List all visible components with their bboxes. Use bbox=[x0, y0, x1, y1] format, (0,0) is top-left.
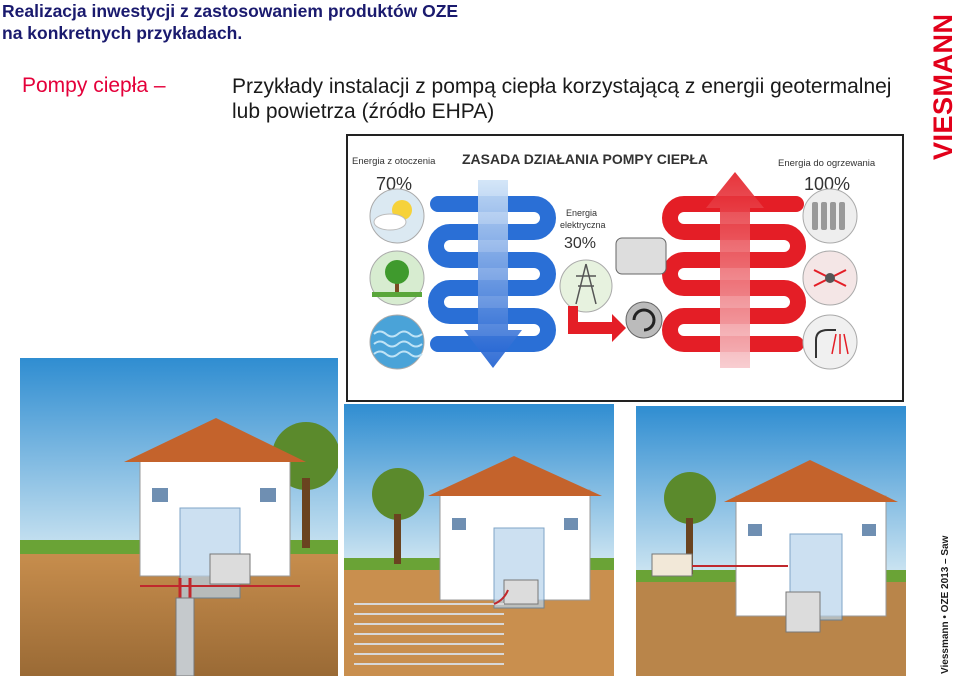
section-label: Pompy ciepła – bbox=[22, 74, 166, 97]
right-energy-pct: 100% bbox=[804, 174, 850, 194]
power-line-icon bbox=[559, 259, 613, 313]
title-line-2: na konkretnych przykładach. bbox=[2, 23, 243, 43]
viessmann-logo: VIESMANN bbox=[928, 13, 958, 160]
water-icon bbox=[369, 314, 425, 370]
sun-cloud-icon bbox=[369, 188, 425, 244]
cold-arrow bbox=[464, 180, 522, 368]
cold-loop bbox=[428, 196, 556, 352]
footer: Viessmann • OZE 2013 – Saw bbox=[940, 535, 951, 674]
shower-icon bbox=[802, 314, 858, 370]
left-energy-pct: 70% bbox=[376, 174, 412, 194]
footer-text: Viessmann • OZE 2013 – Saw bbox=[940, 535, 951, 674]
radiator-icon bbox=[802, 188, 858, 244]
scene-borehole bbox=[20, 358, 338, 676]
slide-title: Realizacja inwestycji z zastosowaniem pr… bbox=[2, 0, 458, 44]
logo-text: VIESMANN bbox=[928, 13, 958, 160]
middle-pct: 30% bbox=[564, 235, 596, 252]
middle-label-1: Energia bbox=[566, 208, 597, 218]
right-energy-label: Energia do ogrzewania bbox=[778, 158, 876, 169]
heat-pump-diagram: Energia z otoczenia 70% ZASADA DZIAŁANIA… bbox=[346, 134, 904, 402]
hot-loop bbox=[662, 196, 806, 352]
hot-arrow bbox=[706, 172, 764, 368]
scene-ground-collector bbox=[344, 404, 614, 676]
compressor-icon bbox=[615, 237, 667, 339]
floor-heating-icon bbox=[802, 250, 858, 306]
scene-air-source bbox=[636, 406, 906, 676]
diagram-title: ZASADA DZIAŁANIA POMPY CIEPŁA bbox=[462, 151, 708, 167]
description-text: Przykłady instalacji z pompą ciepła korz… bbox=[232, 75, 892, 123]
title-line-1: Realizacja inwestycji z zastosowaniem pr… bbox=[2, 1, 459, 21]
electric-arrow bbox=[568, 306, 626, 342]
tree-icon bbox=[369, 250, 425, 306]
left-energy-label: Energia z otoczenia bbox=[352, 156, 436, 167]
middle-label-2: elektryczna bbox=[560, 220, 606, 230]
